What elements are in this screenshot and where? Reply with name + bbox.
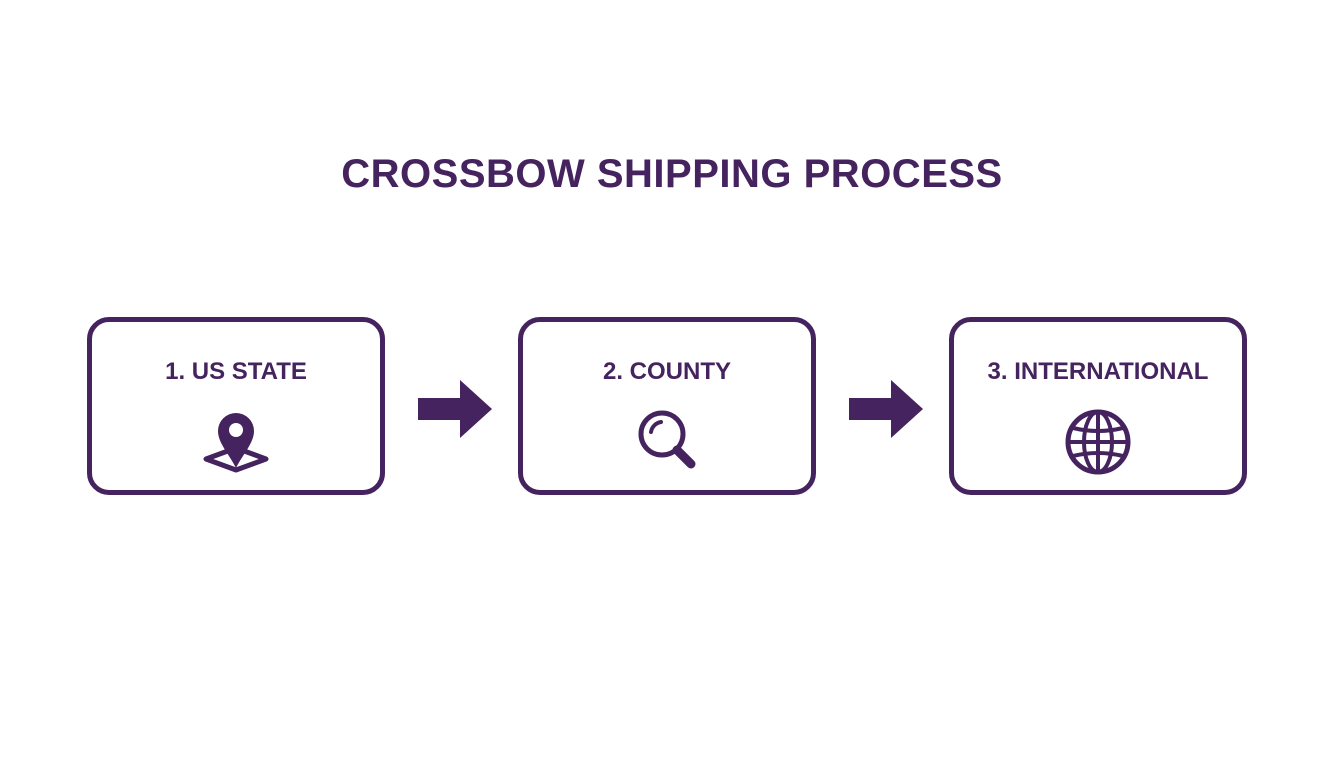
arrow-right-icon [418,380,492,438]
step-label: 3. INTERNATIONAL [987,358,1209,385]
step-label: 1. US STATE [165,358,307,385]
step-county: 2. COUNTY [518,317,816,495]
arrow-right-icon [849,380,923,438]
step-us-state: 1. US STATE [87,317,385,495]
step-international: 3. INTERNATIONAL [949,317,1247,495]
map-pin-icon [196,406,276,482]
step-label: 2. COUNTY [602,358,731,385]
page-title: CROSSBOW SHIPPING PROCESS [341,152,1003,196]
globe-icon [1058,406,1138,482]
magnifying-glass-icon [627,406,707,482]
